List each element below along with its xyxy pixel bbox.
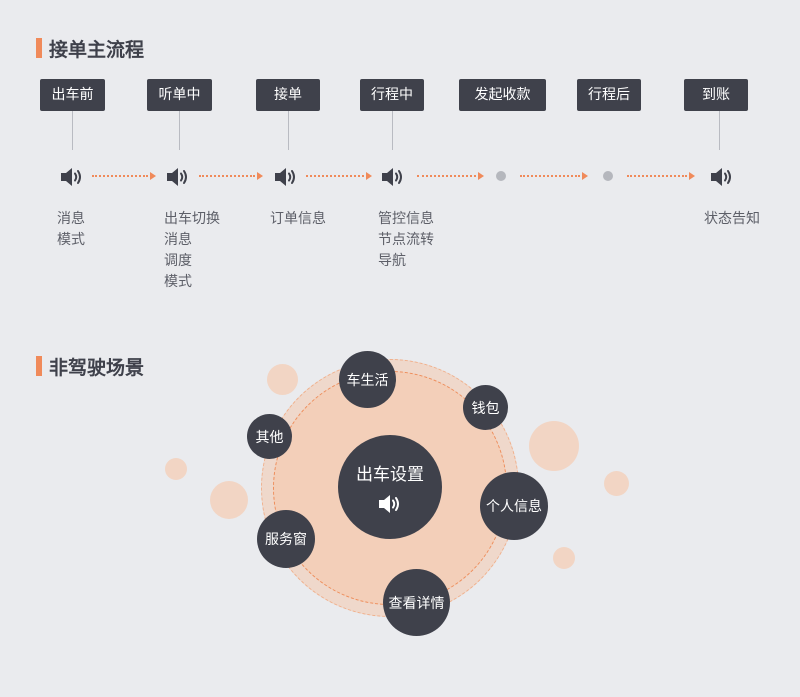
section-title-text: 非驾驶场景 bbox=[49, 356, 145, 379]
note-text: 管控信息 bbox=[378, 211, 434, 227]
stage-notes: 消息 模式 bbox=[57, 209, 85, 251]
timeline-dot bbox=[496, 171, 506, 181]
stage-accept-order[interactable]: 接单 bbox=[256, 79, 320, 111]
timeline-dot bbox=[603, 171, 613, 181]
note-text: 模式 bbox=[164, 274, 192, 290]
connector-line bbox=[288, 111, 289, 150]
flow-arrow-line bbox=[520, 175, 580, 177]
wallet-node[interactable]: 钱包 bbox=[463, 385, 508, 430]
connector-line bbox=[72, 111, 73, 150]
accent-bar bbox=[36, 38, 42, 58]
arrow-head-icon bbox=[689, 172, 695, 180]
section-title-main-flow: 接单主流程 bbox=[36, 37, 145, 61]
note-text: 出车切换 bbox=[164, 211, 220, 227]
speaker-icon bbox=[61, 168, 81, 186]
note-text: 消息 bbox=[164, 232, 192, 248]
arrow-head-icon bbox=[582, 172, 588, 180]
stage-notes: 订单信息 bbox=[270, 209, 326, 230]
car-life-node[interactable]: 车生活 bbox=[339, 351, 396, 408]
connector-line bbox=[392, 111, 393, 150]
accent-bar bbox=[36, 356, 42, 376]
section-title-text: 接单主流程 bbox=[49, 38, 145, 61]
flow-arrow-line bbox=[627, 175, 687, 177]
departure-settings-node[interactable]: 出车设置 bbox=[338, 435, 442, 539]
other-node[interactable]: 其他 bbox=[247, 414, 292, 459]
note-text: 模式 bbox=[57, 232, 85, 248]
view-details-node[interactable]: 查看详情 bbox=[383, 569, 450, 636]
decor-bubble bbox=[210, 481, 248, 519]
flow-arrow-line bbox=[417, 175, 476, 177]
decor-bubble bbox=[604, 471, 629, 496]
note-text: 订单信息 bbox=[270, 211, 326, 227]
stage-before-departure[interactable]: 出车前 bbox=[40, 79, 105, 111]
stage-notes: 状态告知 bbox=[704, 209, 760, 230]
personal-info-node[interactable]: 个人信息 bbox=[480, 472, 548, 540]
speaker-icon bbox=[167, 168, 187, 186]
section-title-non-driving: 非驾驶场景 bbox=[36, 355, 145, 379]
arrow-head-icon bbox=[478, 172, 484, 180]
arrow-head-icon bbox=[257, 172, 263, 180]
note-text: 消息 bbox=[57, 211, 85, 227]
flow-arrow-line bbox=[92, 175, 148, 177]
stage-listening[interactable]: 听单中 bbox=[147, 79, 212, 111]
speaker-icon bbox=[382, 168, 402, 186]
decor-bubble bbox=[165, 458, 187, 480]
arrow-head-icon bbox=[150, 172, 156, 180]
note-text: 导航 bbox=[378, 253, 406, 269]
decor-bubble bbox=[529, 421, 579, 471]
flow-arrow-line bbox=[199, 175, 255, 177]
stage-received[interactable]: 到账 bbox=[684, 79, 748, 111]
note-text: 节点流转 bbox=[378, 232, 434, 248]
decor-bubble bbox=[553, 547, 575, 569]
speaker-icon bbox=[379, 494, 399, 513]
stage-in-trip[interactable]: 行程中 bbox=[360, 79, 424, 111]
service-window-node[interactable]: 服务窗 bbox=[257, 510, 315, 568]
arrow-head-icon bbox=[366, 172, 372, 180]
speaker-icon bbox=[275, 168, 295, 186]
decor-bubble bbox=[267, 364, 298, 395]
stage-after-trip[interactable]: 行程后 bbox=[577, 79, 641, 111]
speaker-icon bbox=[711, 168, 731, 186]
connector-line bbox=[179, 111, 180, 150]
stage-request-payment[interactable]: 发起收款 bbox=[459, 79, 546, 111]
center-label: 出车设置 bbox=[356, 464, 424, 485]
stage-notes: 管控信息 节点流转 导航 bbox=[378, 209, 434, 272]
connector-line bbox=[719, 111, 720, 150]
flow-arrow-line bbox=[306, 175, 364, 177]
note-text: 调度 bbox=[164, 253, 192, 269]
note-text: 状态告知 bbox=[704, 211, 760, 227]
stage-notes: 出车切换 消息 调度 模式 bbox=[164, 209, 220, 293]
